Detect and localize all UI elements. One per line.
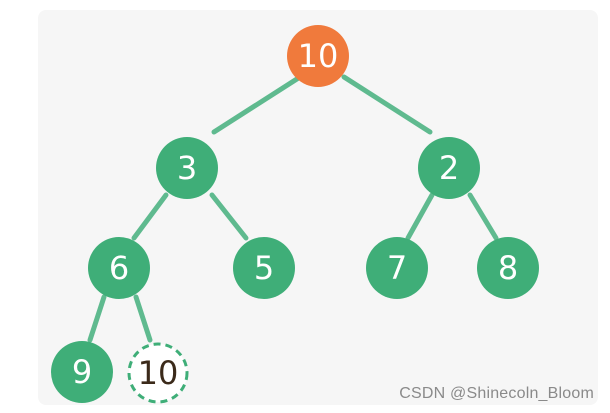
- edge-2-to-7: [405, 192, 435, 241]
- edge-6-to-10: [133, 294, 153, 343]
- node-label-8: 8: [498, 249, 518, 287]
- edge-6-to-9: [87, 294, 107, 343]
- node-label-new-10: 10: [138, 354, 179, 392]
- tree-node-2: 2: [418, 137, 480, 199]
- node-label-9: 9: [72, 353, 92, 391]
- tree-node-8: 8: [477, 237, 539, 299]
- edge-3-to-6: [131, 192, 169, 241]
- edge-root-to-3: [211, 74, 303, 135]
- tree-node-root: 10: [287, 25, 349, 87]
- watermark: CSDN @Shinecoln_Bloom: [399, 385, 594, 402]
- edge-3-to-5: [209, 192, 249, 241]
- edge-root-to-2: [341, 74, 433, 135]
- node-label-root: 10: [298, 37, 339, 75]
- edge-2-to-8: [467, 192, 499, 241]
- node-label-7: 7: [387, 249, 407, 287]
- node-label-2: 2: [439, 149, 459, 187]
- node-label-6: 6: [109, 249, 129, 287]
- tree-node-6: 6: [88, 237, 150, 299]
- tree-node-5: 5: [233, 237, 295, 299]
- tree-edges: [87, 74, 499, 343]
- tree-node-3: 3: [156, 137, 218, 199]
- node-label-3: 3: [177, 149, 197, 187]
- tree-node-7: 7: [366, 237, 428, 299]
- node-label-5: 5: [254, 249, 274, 287]
- tree-node-new-10: 10: [127, 342, 189, 404]
- tree-node-9: 9: [51, 341, 113, 403]
